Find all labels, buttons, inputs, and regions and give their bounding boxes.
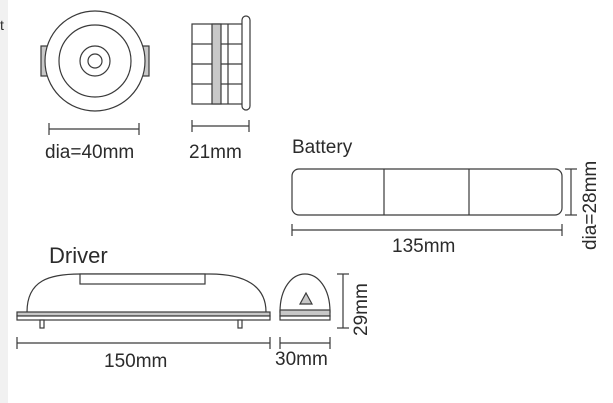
lamp-depth-label: 21mm <box>189 142 242 163</box>
driver-width-label: 30mm <box>275 349 328 370</box>
battery-length-label: 135mm <box>392 236 456 257</box>
driver-title: Driver <box>49 243 108 268</box>
driver-side-view <box>279 273 349 349</box>
battery-diameter-label: dia=28mm <box>580 160 601 250</box>
battery-title: Battery <box>292 137 353 158</box>
driver-front-view <box>16 273 271 349</box>
page-edge-strip <box>0 0 8 403</box>
lamp-diameter-label: dia=40mm <box>45 142 135 163</box>
lamp-side-view <box>191 15 251 132</box>
stray-page-text: t <box>0 17 4 33</box>
driver-height-label: 29mm <box>351 283 372 336</box>
battery-drawing <box>291 168 577 236</box>
driver-length-label: 150mm <box>104 351 168 372</box>
lamp-front-view <box>40 10 150 135</box>
